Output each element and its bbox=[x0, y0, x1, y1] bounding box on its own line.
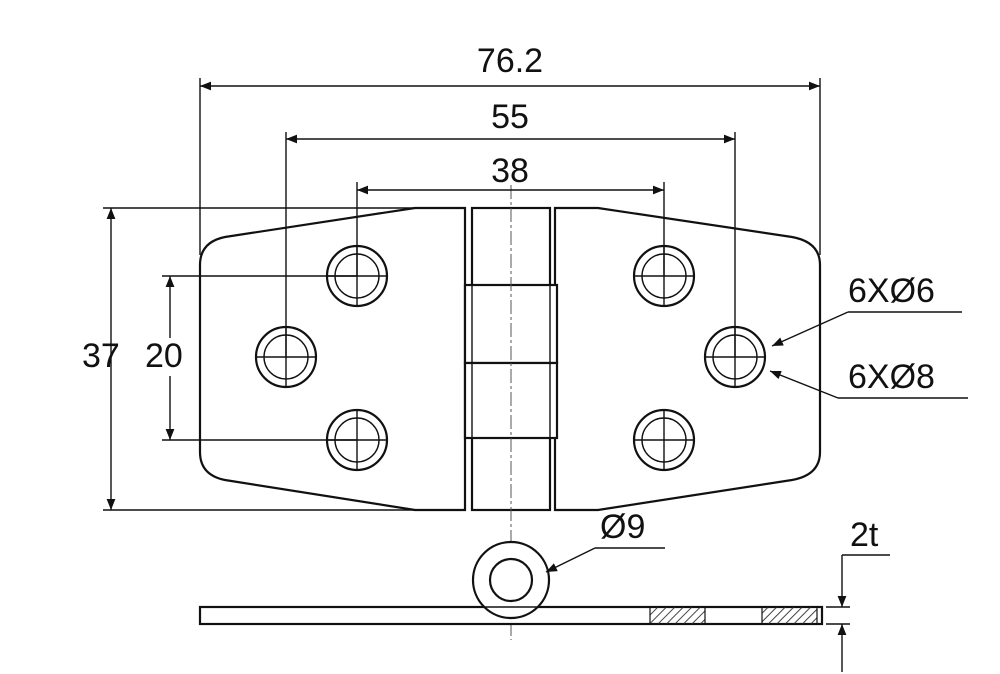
dimension-hole-vertical-spacing: 20 bbox=[144, 275, 357, 441]
section-hatch-left bbox=[649, 606, 706, 625]
hole-right-bottom bbox=[632, 408, 696, 472]
callout-label-6x-d6: 6XØ6 bbox=[848, 272, 935, 310]
dimension-label-76-2: 76.2 bbox=[477, 42, 543, 80]
dimension-label-20: 20 bbox=[145, 337, 183, 375]
dimension-overall-width: 76.2 bbox=[199, 42, 821, 255]
dimension-thickness: 2t bbox=[826, 516, 890, 672]
dimension-inner-hole-spacing: 38 bbox=[356, 152, 665, 276]
left-leaf bbox=[198, 206, 467, 512]
callout-pin-diameter: Ø9 bbox=[545, 508, 665, 573]
pin-hole bbox=[488, 557, 534, 603]
callout-label-6x-d8: 6XØ8 bbox=[848, 358, 935, 396]
dimension-overall-height: 37 bbox=[82, 207, 415, 511]
section-hatch-right bbox=[761, 606, 818, 625]
dimension-outer-hole-spacing: 55 bbox=[285, 98, 736, 357]
dimension-label-55: 55 bbox=[491, 98, 529, 136]
callout-hole-large: 6XØ8 bbox=[769, 358, 968, 399]
dimension-label-38: 38 bbox=[491, 152, 529, 190]
side-view bbox=[198, 540, 824, 626]
dimension-label-37: 37 bbox=[82, 337, 120, 375]
dimension-label-2t: 2t bbox=[850, 516, 879, 554]
callout-hole-small: 6XØ6 bbox=[771, 272, 962, 347]
callout-label-d9: Ø9 bbox=[600, 508, 645, 546]
right-leaf bbox=[553, 206, 822, 512]
